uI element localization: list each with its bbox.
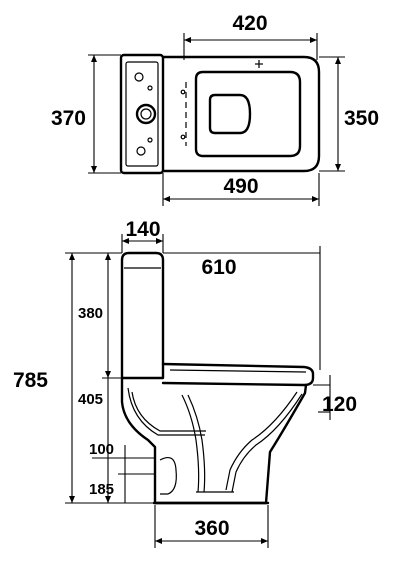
dim-405: 405 — [78, 391, 103, 408]
dim-350: 350 — [344, 107, 379, 130]
dim-420: 420 — [232, 12, 267, 35]
dim-120: 120 — [322, 393, 357, 416]
cistern-side — [120, 251, 165, 380]
arrowheads — [69, 37, 341, 544]
cistern-plan — [119, 53, 165, 175]
top-view: 420 370 350 490 — [51, 12, 379, 206]
dim-185: 185 — [89, 481, 114, 498]
seat-side — [161, 362, 315, 387]
dim-380: 380 — [78, 305, 103, 322]
seat-plan — [194, 70, 302, 158]
side-view: 140 610 785 380 405 120 100 185 — [13, 218, 357, 548]
dim-785: 785 — [13, 369, 48, 392]
flush-button-icon — [135, 103, 157, 125]
bowl-plan — [161, 55, 321, 173]
dim-360: 360 — [194, 517, 229, 540]
bowl-side — [120, 376, 308, 505]
dim-610: 610 — [201, 256, 236, 279]
dim-490: 490 — [223, 175, 258, 198]
dim-100: 100 — [89, 441, 114, 458]
dim-140: 140 — [125, 218, 160, 241]
dim-370: 370 — [51, 107, 86, 130]
